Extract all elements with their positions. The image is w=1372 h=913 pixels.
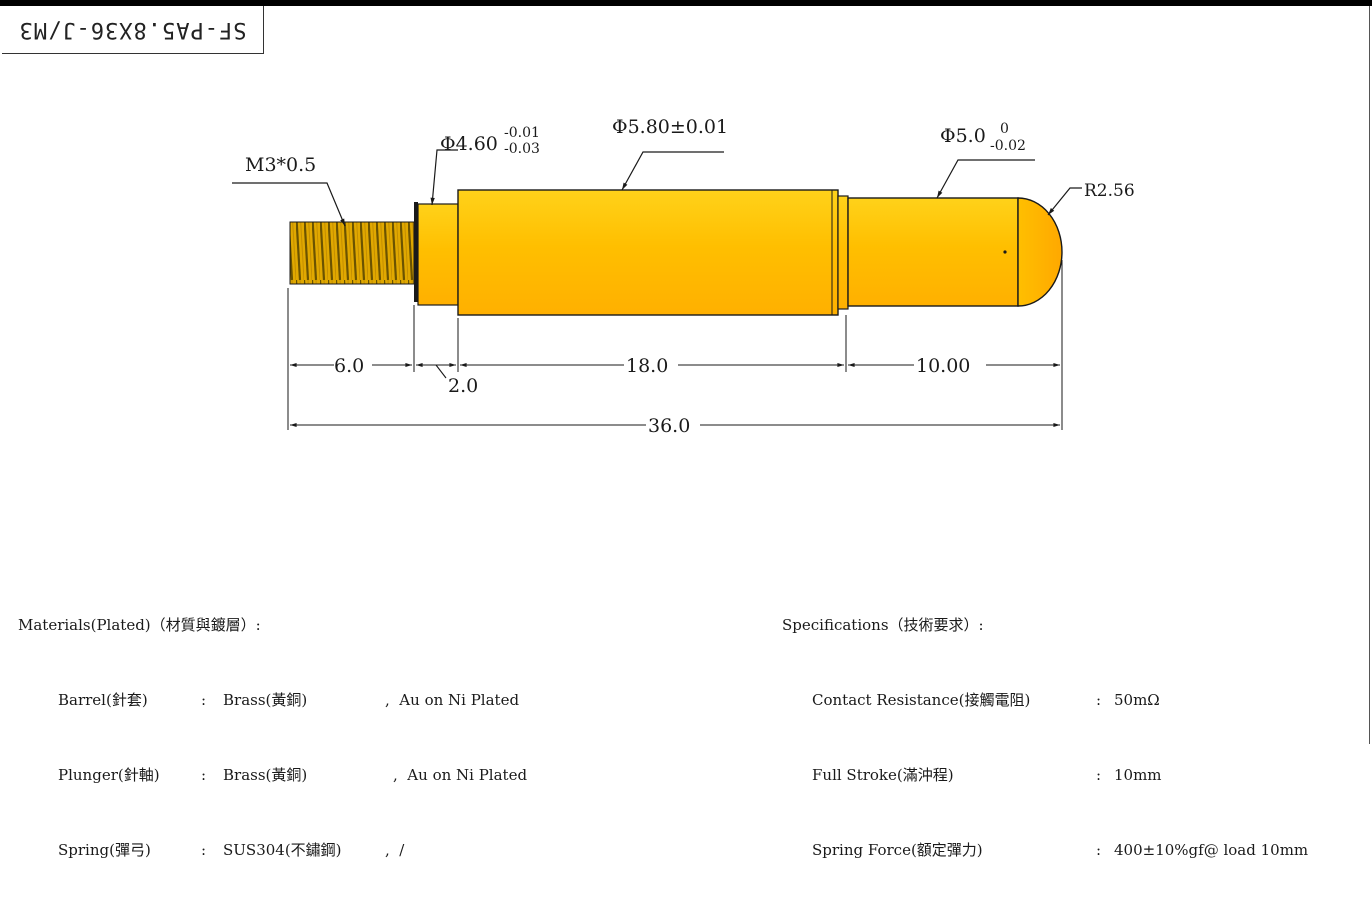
extension-lines (287, 260, 1063, 430)
plunger-diameter-callout: Φ5.0 (940, 125, 986, 147)
specifications-heading: Specifications（技術要求）: (782, 616, 984, 634)
plunger-section (847, 197, 1063, 307)
materials-heading: Materials(Plated)（材質與鍍層）: (18, 616, 261, 634)
material-finish: , / (385, 841, 405, 859)
dim-thread-length: 6.0 (334, 355, 364, 377)
spec-colon: : (1096, 841, 1102, 859)
dim-barrel-length: 18.0 (626, 355, 668, 377)
material-finish: , Au on Ni Plated (385, 691, 520, 709)
spec-colon: : (1096, 766, 1102, 784)
spec-name: Full Stroke(滿沖程) (812, 766, 954, 784)
sheet-right-border (1369, 6, 1370, 744)
spec-value: 400±10%gf@ load 10mm (1114, 841, 1309, 859)
plunger-tolerance-lower: -0.02 (990, 138, 1026, 154)
tip-radius-callout: R2.56 (1084, 181, 1135, 201)
material-colon: : (201, 841, 207, 859)
drawing-sheet: SF-PA5.8X36-J/M3 (0, 0, 1372, 859)
materials-row-spring: Spring(彈弓) : SUS304(不鏽鋼) , / (18, 838, 527, 863)
material-part-name: Plunger(針軸) (58, 766, 160, 784)
material-colon: : (201, 691, 207, 709)
material-part-name: Spring(彈弓) (58, 841, 151, 859)
material-colon: : (201, 766, 207, 784)
dimension-lines (289, 363, 1060, 427)
collar-diameter-callout: Φ4.60 (440, 133, 498, 155)
leaders (232, 149, 1082, 227)
material-name: Brass(黃銅) (223, 766, 308, 784)
dim-collar-length: 2.0 (448, 375, 478, 397)
spec-value: 10mm (1114, 766, 1162, 784)
dim-plunger-length: 10.00 (916, 355, 970, 377)
specifications-block: Specifications（技術要求）: Contact Resistance… (782, 563, 1308, 913)
material-finish: , Au on Ni Plated (393, 766, 528, 784)
spec-row-full-stroke: Full Stroke(滿沖程) : 10mm (782, 763, 1308, 788)
spec-name: Spring Force(額定彈力) (812, 841, 983, 859)
material-name: Brass(黃銅) (223, 691, 308, 709)
spec-row-contact-resistance: Contact Resistance(接觸電阻) : 50mΩ (782, 688, 1308, 713)
barrel-diameter-callout: Φ5.80±0.01 (612, 116, 728, 138)
spec-value: 50mΩ (1114, 691, 1160, 709)
collar-tolerance-upper: -0.01 (504, 125, 540, 141)
dim-total-length: 36.0 (648, 415, 690, 437)
barrel-section (457, 189, 849, 316)
materials-block: Materials(Plated)（材質與鍍層）: Barrel(針套) : B… (18, 563, 527, 913)
thread-section (289, 221, 415, 285)
sheet-top-border (0, 0, 1372, 6)
spec-colon: : (1096, 691, 1102, 709)
spec-name: Contact Resistance(接觸電阻) (812, 691, 1031, 709)
material-name: SUS304(不鏽鋼) (223, 841, 342, 859)
collar-tolerance-lower: -0.03 (504, 141, 540, 157)
spec-row-spring-force: Spring Force(額定彈力) : 400±10%gf@ load 10m… (782, 838, 1308, 863)
thread-callout: M3*0.5 (245, 154, 316, 176)
collar-section (414, 202, 459, 306)
plunger-tolerance-upper: 0 (1000, 121, 1009, 137)
material-part-name: Barrel(針套) (58, 691, 148, 709)
materials-row-barrel: Barrel(針套) : Brass(黃銅) , Au on Ni Plated (18, 688, 527, 713)
pogo-pin-drawing: M3*0.5 Φ4.60 -0.01 -0.03 Φ5.80±0.01 Φ5.0… (232, 116, 1135, 437)
materials-row-plunger: Plunger(針軸) : Brass(黃銅) , Au on Ni Plate… (18, 763, 527, 788)
title-block: SF-PA5.8X36-J/M3 (2, 6, 264, 54)
